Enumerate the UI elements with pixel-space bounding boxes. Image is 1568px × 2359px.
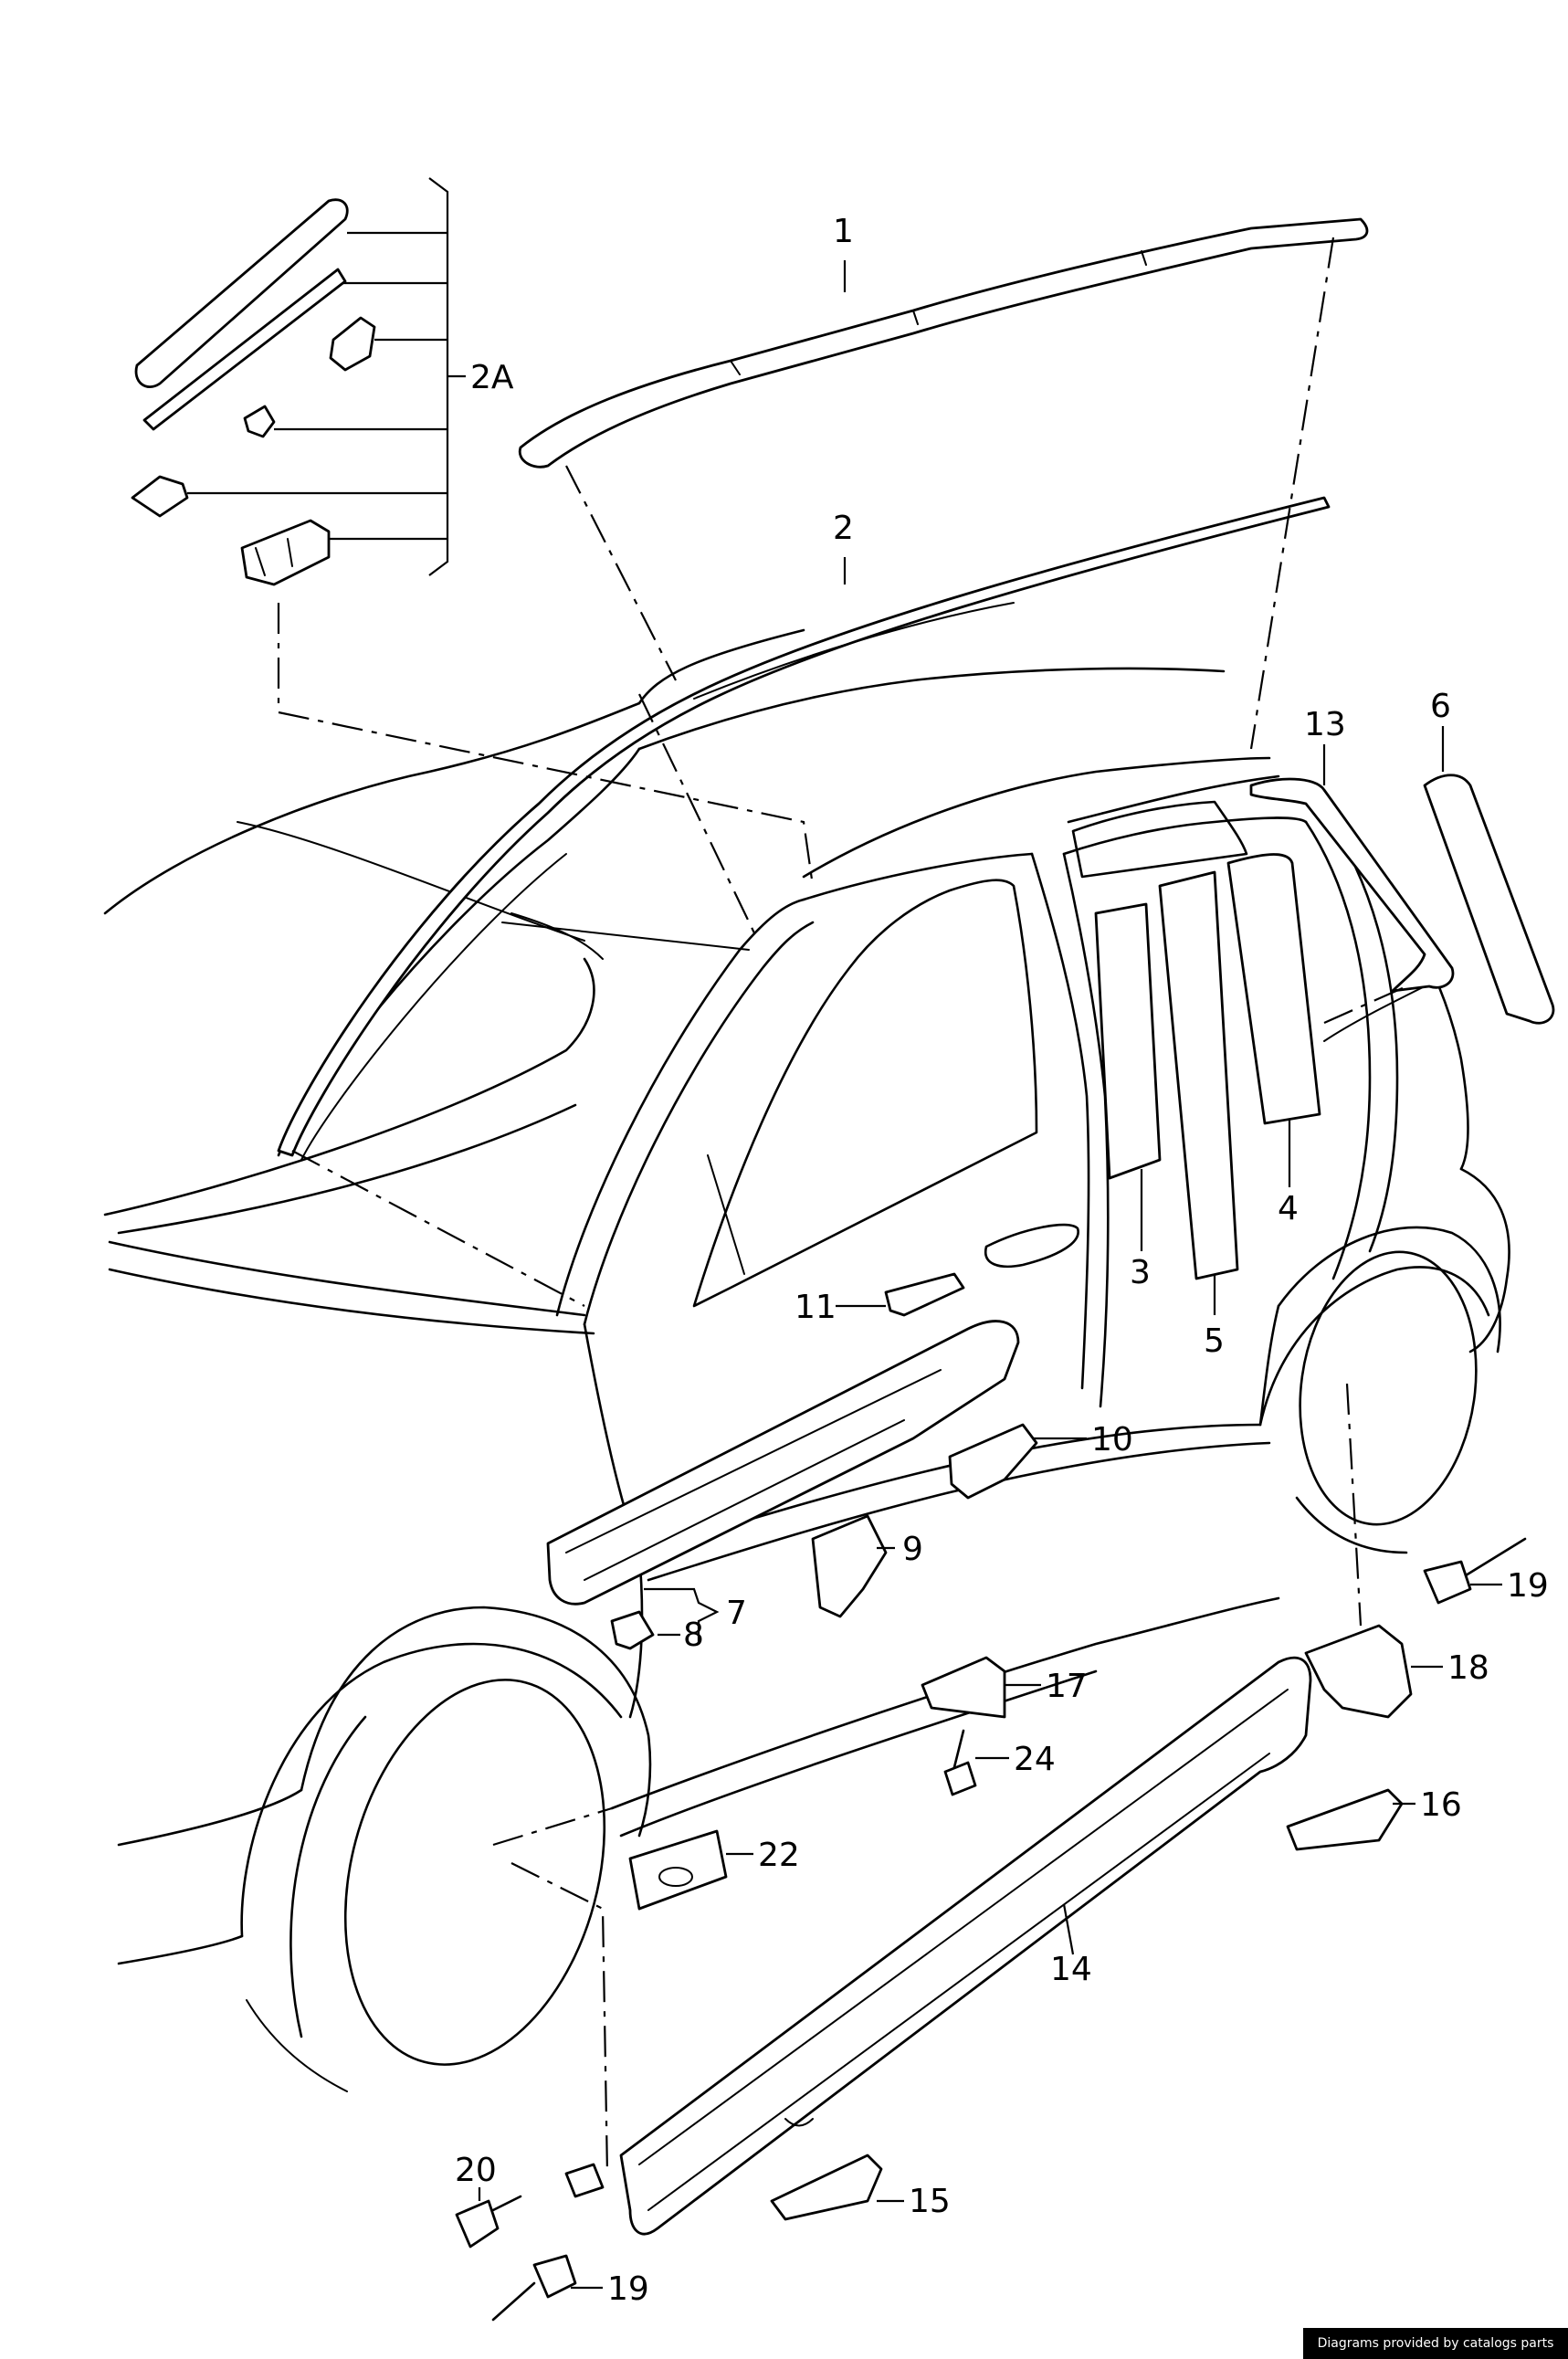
callout-13: 13 — [1304, 706, 1346, 743]
leader-lines — [187, 177, 1502, 2290]
callout-22: 22 — [758, 1837, 800, 1874]
part-19-rivet-lower — [491, 2254, 577, 2322]
callout-3: 3 — [1130, 1254, 1151, 1291]
callout-16: 16 — [1420, 1786, 1462, 1824]
part-23-clip — [564, 2163, 605, 2198]
assembly-lines — [277, 237, 1407, 2175]
callout-11: 11 — [795, 1289, 837, 1326]
callout-20: 20 — [455, 2152, 497, 2189]
part-13-window-seal — [1249, 777, 1455, 993]
part-18-bracket — [1304, 1624, 1413, 1719]
callout-19-lower: 19 — [607, 2270, 649, 2308]
part-11-clip — [884, 1272, 965, 1317]
callout-2a: 2A — [470, 359, 514, 396]
callout-9: 9 — [902, 1531, 923, 1568]
part-15-clip — [770, 2154, 883, 2221]
part-1-roof-rail-trim — [518, 217, 1369, 469]
part-2a-trim-kit — [131, 198, 376, 586]
callout-24: 24 — [1014, 1741, 1056, 1778]
part-22-bracket — [628, 1829, 728, 1911]
part-19-rivet-upper — [1423, 1537, 1527, 1605]
callout-2: 2 — [833, 510, 854, 547]
part-14-sill-panel — [619, 1656, 1312, 2236]
callout-7: 7 — [726, 1595, 747, 1632]
callout-8: 8 — [683, 1617, 704, 1654]
part-9-bracket — [811, 1514, 888, 1618]
callout-4: 4 — [1278, 1190, 1299, 1227]
part-4-door-trim-strip — [1226, 853, 1321, 1125]
part-5-pillar-trim — [1158, 870, 1239, 1280]
callout-5: 5 — [1204, 1322, 1225, 1360]
callout-10: 10 — [1091, 1421, 1133, 1459]
part-7-door-moulding — [546, 1320, 1020, 1606]
callout-17: 17 — [1046, 1668, 1088, 1705]
part-8-clip — [610, 1610, 655, 1650]
callout-18: 18 — [1447, 1649, 1489, 1687]
part-24-screw — [943, 1729, 977, 1796]
part-17-holder — [921, 1656, 1006, 1719]
callout-labels: 1 2 2A 3 4 5 6 7 8 9 10 11 13 14 15 16 1… — [455, 213, 1549, 2308]
part-10-bracket — [948, 1423, 1038, 1500]
part-16-clip — [1286, 1788, 1404, 1851]
callout-19-upper: 19 — [1507, 1567, 1549, 1605]
callout-1: 1 — [833, 213, 854, 250]
callout-6: 6 — [1430, 688, 1451, 725]
callout-15: 15 — [909, 2183, 951, 2220]
credit-banner: Diagrams provided by catalogs parts — [1303, 2328, 1568, 2359]
part-20-screw — [455, 2195, 522, 2248]
part-6-tailgate-trim — [1423, 774, 1555, 1025]
part-3-door-trim-strip — [1094, 902, 1162, 1180]
callout-14: 14 — [1050, 1951, 1092, 1988]
part-2-roof-moulding — [277, 496, 1331, 1157]
